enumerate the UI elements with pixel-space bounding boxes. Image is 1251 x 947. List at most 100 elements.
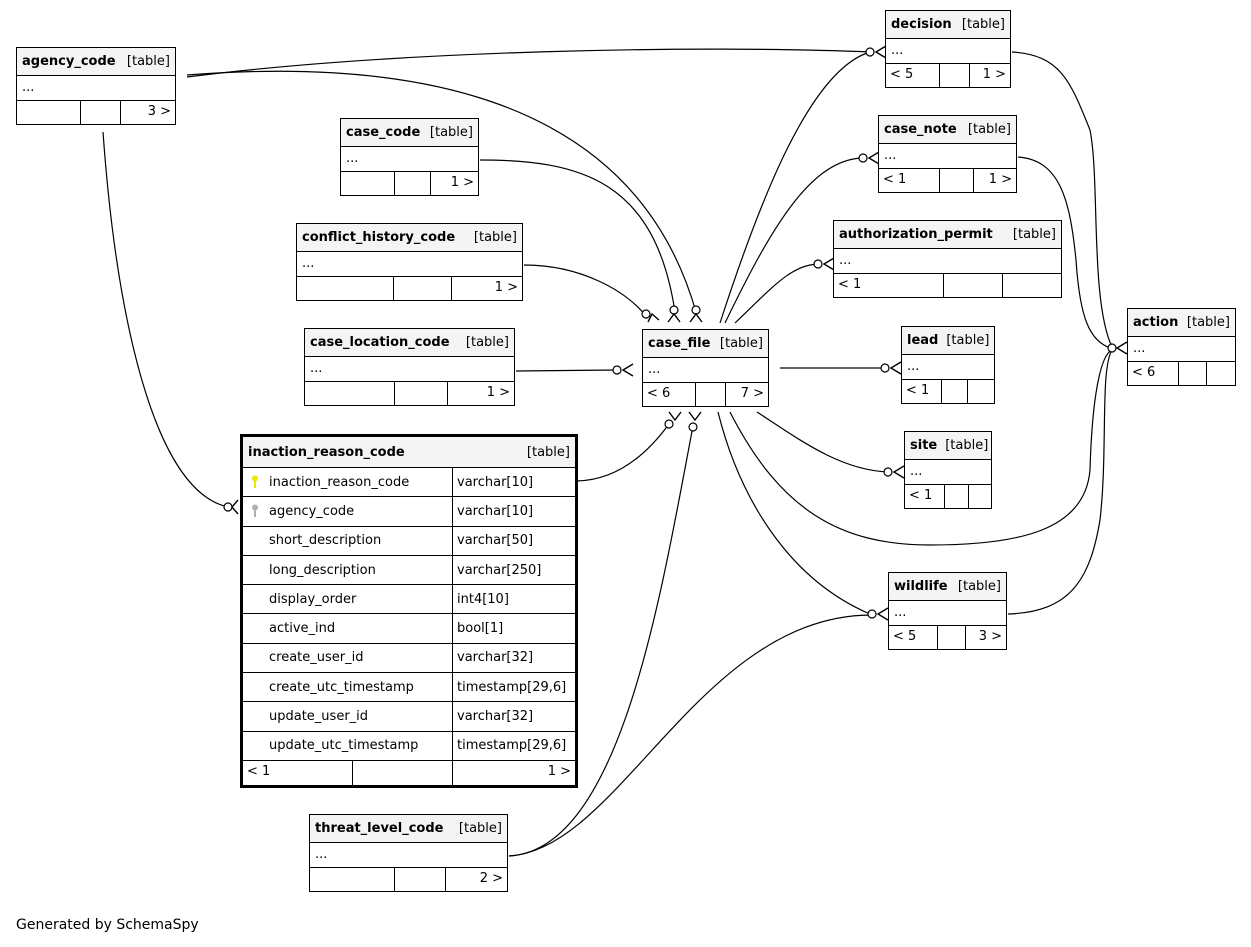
table-name: inaction_reason_code xyxy=(248,444,405,460)
edge-casefile-permit xyxy=(734,263,819,324)
table-name: conflict_history_code xyxy=(302,230,456,245)
table-conflict-history-code[interactable]: conflict_history_code[table] ... 1 > xyxy=(296,223,523,301)
edge-marker xyxy=(612,365,622,375)
table-inaction-reason-code[interactable]: inaction_reason_code [table] inaction_rea… xyxy=(240,434,578,788)
edge-casenote-action xyxy=(1017,156,1111,349)
column-name-text: inaction_reason_code xyxy=(269,474,410,490)
edge-casefile-decision xyxy=(719,51,871,324)
column-name: create_utc_timestamp xyxy=(243,673,453,702)
table-tag: [table] xyxy=(473,230,517,245)
edge-marker xyxy=(669,305,679,315)
table-name: case_note xyxy=(884,122,957,137)
column-name: short_description xyxy=(243,526,453,555)
placeholder-row: ... xyxy=(879,144,1016,169)
foreign-key-icon xyxy=(252,504,258,518)
edge-marker xyxy=(1107,343,1117,353)
edge-marker xyxy=(865,47,875,57)
table-name: lead xyxy=(907,333,939,348)
table-name: threat_level_code xyxy=(315,821,444,836)
table-name: agency_code xyxy=(22,54,116,69)
table-case-location-code[interactable]: case_location_code[table] ... 1 > xyxy=(304,328,515,406)
edge-conflict-casefile xyxy=(523,264,647,317)
table-agency-code[interactable]: agency_code[table] ... 3 > xyxy=(16,47,176,125)
edge-agency-casefile xyxy=(186,70,697,313)
column-type: bool[1] xyxy=(457,621,504,637)
crowfoot xyxy=(667,312,681,323)
placeholder-row: ... xyxy=(902,355,994,380)
crowfoot xyxy=(822,257,835,271)
edge-marker xyxy=(883,467,893,477)
table-name: case_location_code xyxy=(310,335,450,350)
table-name: case_code xyxy=(346,125,421,140)
column-type: timestamp[29,6] xyxy=(457,679,567,695)
placeholder-row: ... xyxy=(886,39,1010,64)
table-tag: [table] xyxy=(526,444,570,460)
edge-wildlife-action xyxy=(1007,349,1113,615)
column-name-text: short_description xyxy=(269,533,382,549)
table-tag: [table] xyxy=(126,54,170,69)
table-name: case_file xyxy=(648,336,711,351)
edge-casefile-wildlife xyxy=(717,411,871,615)
edge-agency-decision xyxy=(186,48,873,78)
crowfoot xyxy=(1115,341,1128,355)
edge-decision-action xyxy=(1011,51,1113,348)
primary-key-icon xyxy=(252,475,258,488)
column-type: int4[10] xyxy=(457,591,509,607)
edge-threat-wildlife xyxy=(508,614,873,857)
column-name: long_description xyxy=(243,555,453,585)
crowfoot xyxy=(892,465,905,479)
column-name: update_user_id xyxy=(243,702,453,731)
table-tag: [table] xyxy=(945,438,989,453)
table-case-code[interactable]: case_code[table] ... 1 > xyxy=(340,118,479,196)
table-tag: [table] xyxy=(1186,315,1230,330)
column-row: display_order int4[10] xyxy=(243,585,575,615)
table-threat-level-code[interactable]: threat_level_code[table] ... 2 > xyxy=(309,814,508,892)
edge-marker xyxy=(664,419,674,429)
column-type: timestamp[29,6] xyxy=(457,738,567,754)
edge-location-casefile xyxy=(515,369,617,372)
edge-casefile-action xyxy=(729,349,1113,546)
column-name: active_ind xyxy=(243,614,453,643)
crowfoot xyxy=(867,151,880,165)
column-name-text: update_user_id xyxy=(269,709,369,725)
crowfoot xyxy=(231,499,239,515)
placeholder-row: ... xyxy=(341,147,478,172)
table-site[interactable]: site[table] ... < 1 xyxy=(904,431,992,509)
edge-agency-inaction xyxy=(102,131,229,508)
table-lead[interactable]: lead[table] ... < 1 xyxy=(901,326,995,404)
column-name-text: display_order xyxy=(269,591,357,607)
table-footer: 2 > xyxy=(310,868,507,891)
table-tag: [table] xyxy=(946,333,990,348)
column-name: agency_code xyxy=(243,497,453,526)
table-tag: [table] xyxy=(1012,227,1056,242)
table-authorization-permit[interactable]: authorization_permit[table] ... < 1 xyxy=(833,220,1062,298)
table-action[interactable]: action[table] ... < 6 xyxy=(1127,308,1236,386)
placeholder-row: ... xyxy=(297,252,522,277)
edge-threat-casefile xyxy=(508,425,694,857)
placeholder-row: ... xyxy=(1128,337,1235,362)
table-footer: 1 > xyxy=(305,382,514,405)
edge-casefile-site xyxy=(756,411,889,473)
column-name-text: create_utc_timestamp xyxy=(269,679,414,695)
generated-by-label: Generated by SchemaSpy xyxy=(16,917,199,933)
edge-marker xyxy=(858,153,868,163)
column-name-text: agency_code xyxy=(269,503,355,519)
edge-inaction-casefile xyxy=(576,423,670,482)
edge-marker xyxy=(688,422,698,432)
crowfoot xyxy=(668,411,682,422)
column-type: varchar[50] xyxy=(457,533,534,549)
column-name-text: update_utc_timestamp xyxy=(269,738,419,754)
crowfoot xyxy=(621,363,634,377)
